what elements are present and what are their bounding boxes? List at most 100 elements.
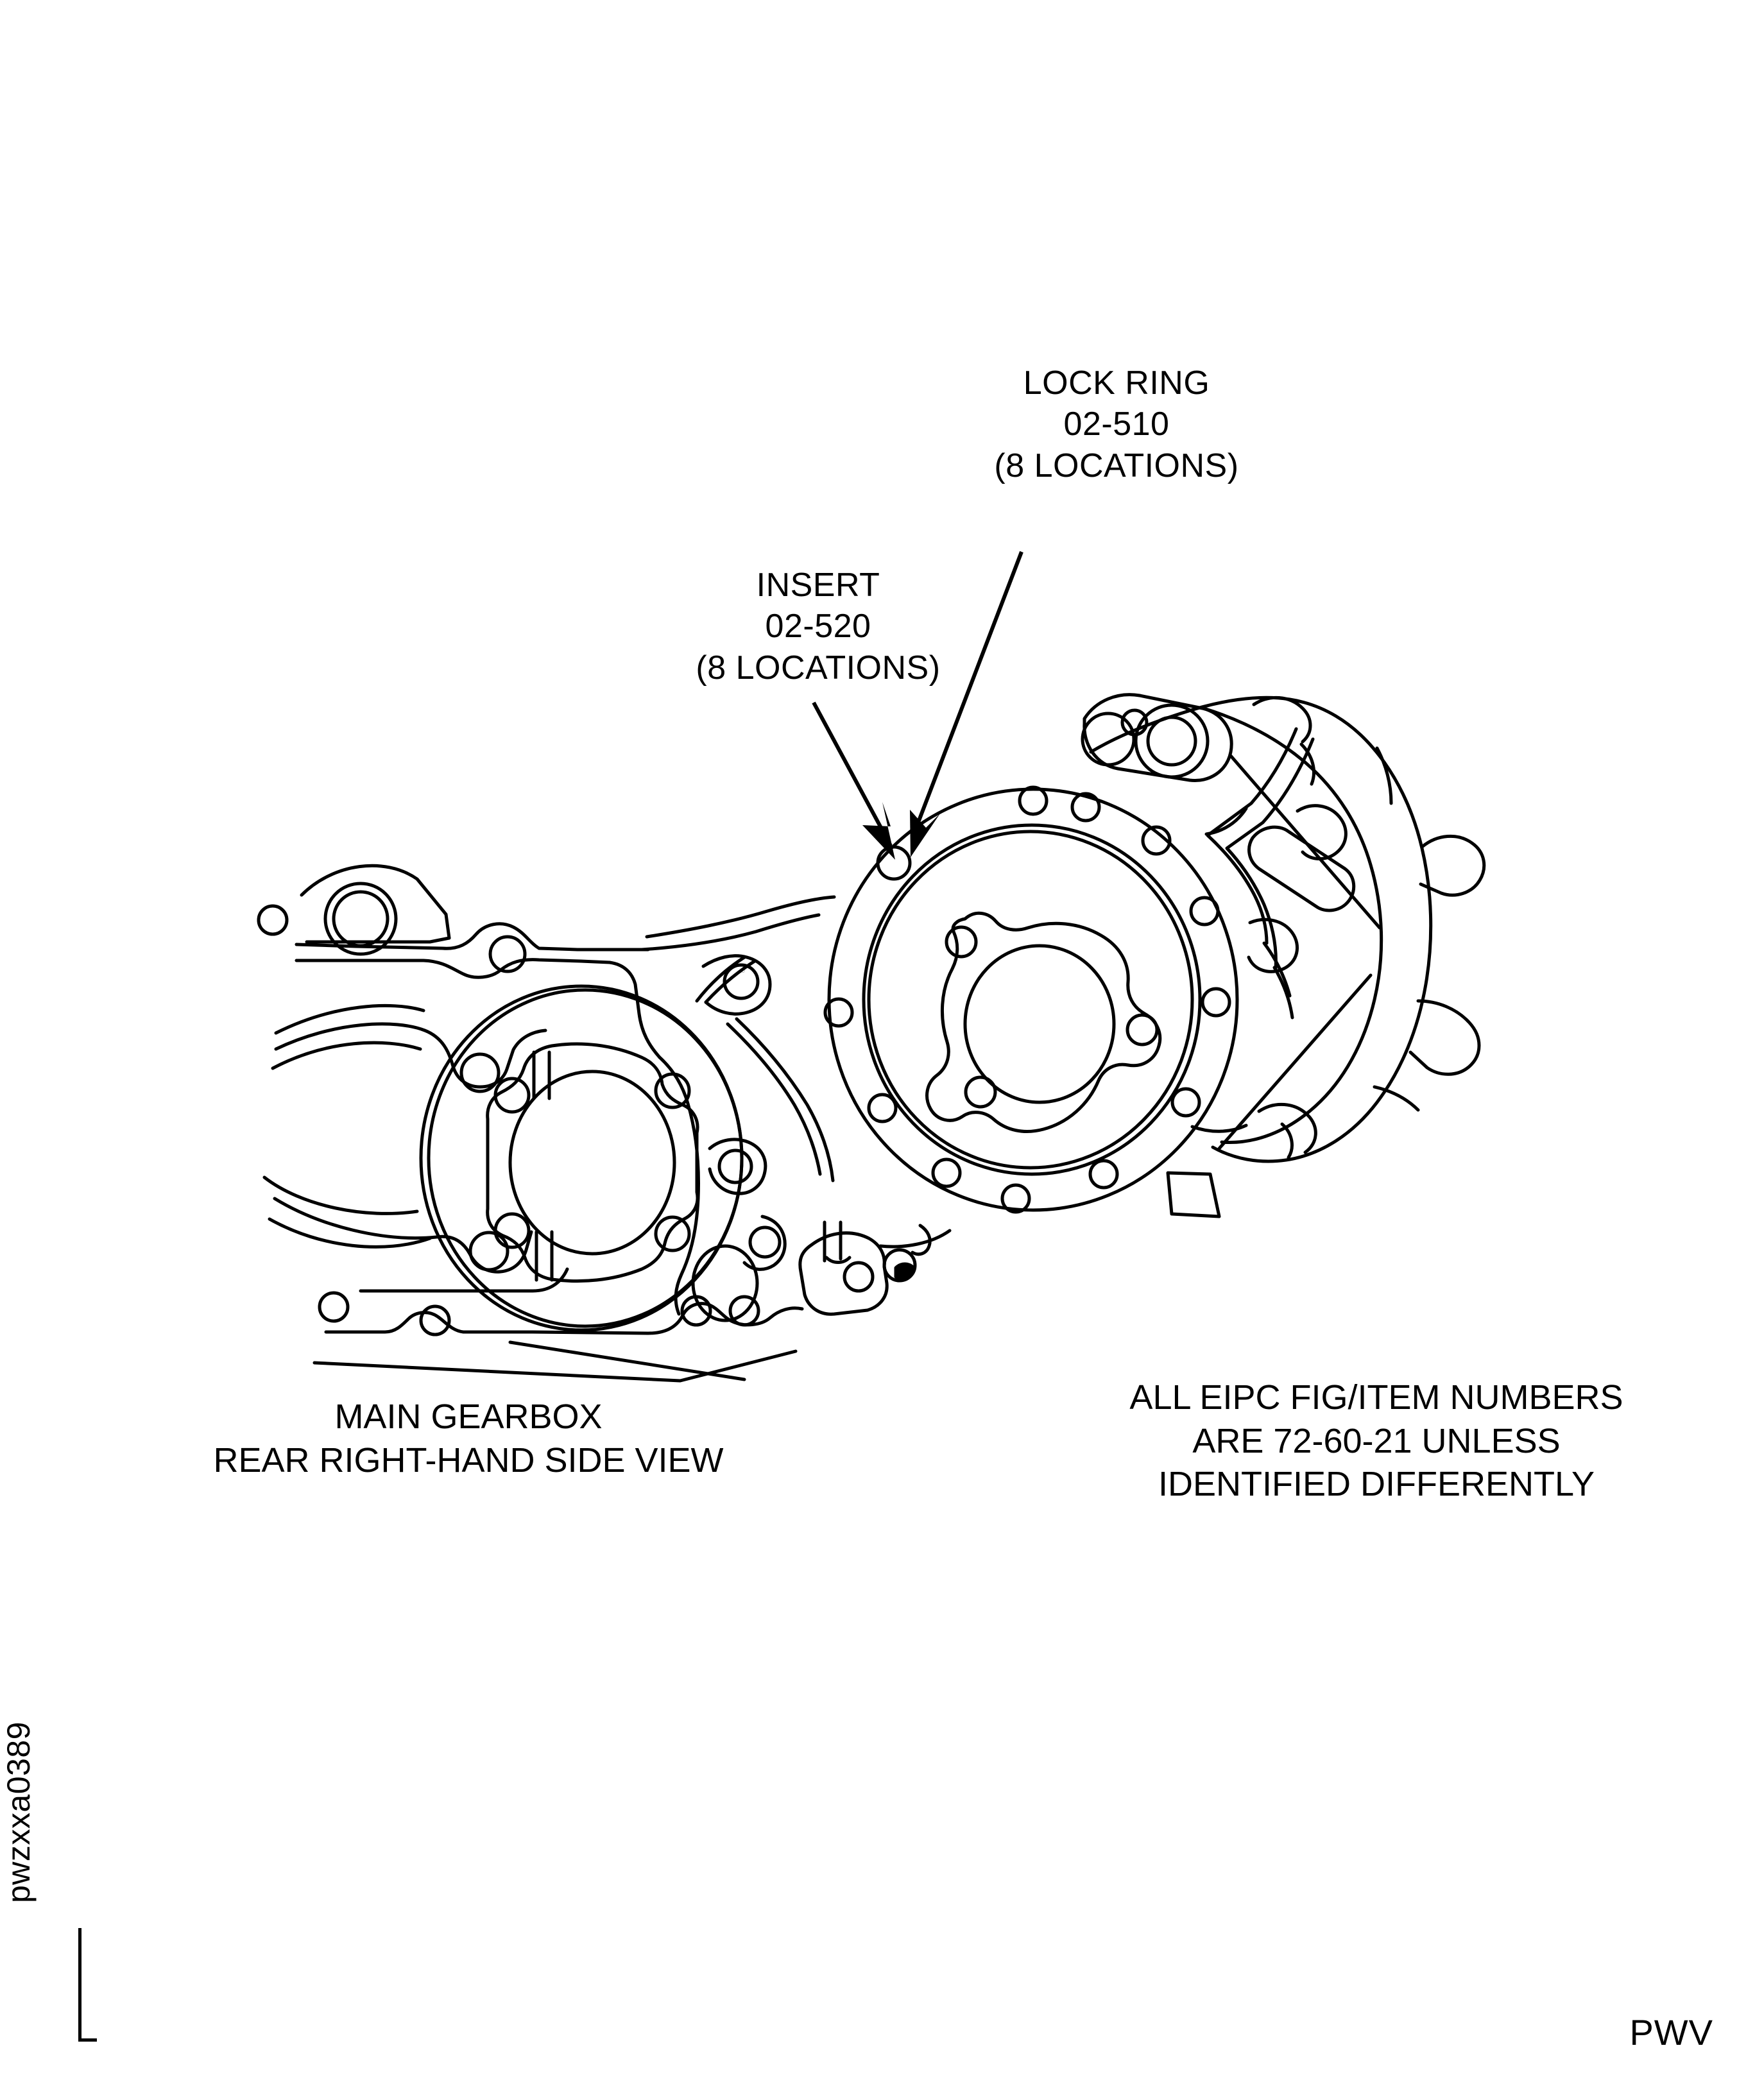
- left-inner-plate-bore: [508, 1070, 676, 1256]
- left-housing-top-right-edge: [608, 960, 662, 1059]
- left-opening-outer-ring-2: [427, 988, 744, 1328]
- hub-bolt-hole-bottom: [964, 1075, 997, 1109]
- bolt-boss-mid-lower: [742, 1215, 787, 1271]
- upper-mount-hole-left: [1081, 712, 1136, 767]
- tail-lug-lower: [1408, 999, 1481, 1076]
- hub-center-bore: [963, 944, 1116, 1104]
- bolt-hole-bottom-2: [419, 1304, 451, 1336]
- tail-bump-lower: [1247, 918, 1299, 973]
- flange-bolt-hole-8: [1000, 1183, 1031, 1214]
- tail-seam-lower: [1217, 973, 1373, 1150]
- callout-arrowheads: [862, 802, 940, 860]
- lock-ring-callout-line1: LOCK RING: [1023, 364, 1210, 402]
- left-fragment-edge-upper: [274, 1003, 425, 1035]
- lock-ring-callout-line2: 02-510: [1063, 405, 1170, 443]
- tail-bump-top-2: [1299, 742, 1315, 786]
- flange-inner-circle-b: [867, 830, 1194, 1170]
- bolt-hole-far-left-top: [257, 904, 289, 936]
- insert-callout-line1: INSERT: [756, 567, 880, 604]
- left-plate-bolt-hole-bl: [493, 1212, 531, 1249]
- flange-bolt-hole-6: [1170, 1087, 1201, 1118]
- bolt-hole-bottom-4: [728, 1295, 760, 1327]
- upper-mount-hole-right-outer: [1134, 703, 1210, 779]
- tail-rib-d: [1272, 966, 1294, 1020]
- bolt-hole-mid-lower: [748, 1225, 782, 1259]
- tail-lug-lower-tab: [1373, 1085, 1420, 1112]
- lock-ring-arrowhead: [910, 810, 940, 857]
- top-left-boss-bore-outer: [323, 882, 398, 956]
- flange-bolt-hole-10: [867, 1093, 898, 1123]
- lower-lug-bolt-hole-2: [882, 1248, 917, 1283]
- top-flange-rail-lower: [295, 958, 612, 979]
- tail-angled-boss: [1247, 825, 1356, 912]
- lower-lug-edge: [878, 1229, 952, 1249]
- bolt-hole-left-upper: [459, 1052, 501, 1093]
- left-fragment-edge-upper2: [271, 1041, 422, 1070]
- hub-plate-outline: [925, 911, 1162, 1133]
- bottom-skirt-upper: [508, 1340, 746, 1381]
- mid-upper-shoulder: [640, 913, 821, 952]
- bolt-hole-top-rail: [488, 935, 527, 973]
- tail-casting-outer: [1089, 696, 1433, 1163]
- bottom-port-opening: [691, 1244, 759, 1322]
- tail-bump-top: [1252, 696, 1312, 744]
- mid-rib-b: [704, 959, 757, 1004]
- tail-edge-detail: [1375, 746, 1393, 805]
- bolt-hole-mid-upper: [723, 963, 760, 1000]
- flange-inner-circle-a: [862, 823, 1202, 1176]
- bolt-hole-bottom-left: [318, 1291, 350, 1323]
- insert-callout-line3: (8 LOCATIONS): [696, 649, 941, 687]
- mid-upper-shoulder-2: [645, 895, 836, 939]
- lower-lug-tab: [911, 1224, 932, 1256]
- view-caption: MAIN GEARBOX REAR RIGHT-HAND SIDE VIEW: [186, 1396, 751, 1482]
- bolt-boss-mid-upper: [701, 954, 772, 1016]
- flange-bolt-hole-11: [823, 997, 854, 1028]
- upper-mount-pad: [1083, 693, 1233, 783]
- lower-lug-bracket: [798, 1231, 889, 1316]
- tail-rib-a: [1206, 727, 1298, 945]
- left-upper-boss-rail: [274, 1022, 547, 1089]
- bottom-flange-rail-inner: [359, 1267, 569, 1293]
- tail-bump-bottom-2: [1280, 1122, 1294, 1159]
- insert-callout: INSERT 02-520 (8 LOCATIONS): [648, 565, 988, 688]
- bolt-hole-bottom-3: [680, 1295, 712, 1327]
- tail-lug-upper: [1419, 834, 1486, 897]
- lower-lug-rib-cap: [825, 1256, 852, 1264]
- view-caption-line2: REAR RIGHT-HAND SIDE VIEW: [213, 1440, 724, 1480]
- tail-bump-mid: [1296, 804, 1348, 860]
- left-opening-rib-bottom: [535, 1230, 554, 1282]
- flange-tail-blend-bottom: [1190, 1123, 1248, 1133]
- page-code-label: PWV: [1629, 2012, 1713, 2053]
- flange-tail-blend-top: [1204, 807, 1248, 836]
- flange-bolt-hole-callout-target: [876, 845, 912, 881]
- left-plate-bolt-hole-tl: [493, 1077, 531, 1114]
- left-fragment-edge-lower2: [262, 1175, 419, 1215]
- drawing-id-bracket: [78, 1928, 97, 2042]
- flange-bolt-hole-4: [1189, 896, 1220, 926]
- tail-rib-b: [1225, 737, 1315, 971]
- tail-rib-c: [1262, 941, 1292, 998]
- tail-seam-upper: [1229, 754, 1382, 930]
- drawing-id-label: pwzxxa0389: [1, 1721, 37, 1903]
- top-left-boss-base: [305, 936, 451, 944]
- left-fragment-edge-lower: [268, 1217, 432, 1249]
- flange-bolt-hole-7: [1088, 1159, 1119, 1190]
- mid-casting-inner-curve: [658, 1055, 700, 1316]
- left-plate-bolt-hole-br: [654, 1215, 691, 1252]
- gearbox-housing-outline: [257, 693, 1486, 1383]
- lower-lug-rib: [823, 1220, 843, 1263]
- mid-rib-a: [695, 955, 746, 1003]
- tail-casting-inner: [1202, 706, 1383, 1144]
- mid-rib-c: [726, 1022, 822, 1176]
- top-left-boss-bore-inner: [332, 890, 390, 948]
- flange-bolt-hole-9: [931, 1157, 962, 1188]
- insert-arrowhead: [862, 802, 895, 860]
- insert-callout-line2: 02-520: [765, 608, 871, 645]
- bolt-hole-mid-center: [717, 1148, 753, 1184]
- flange-bolt-hole-1: [1018, 785, 1049, 816]
- left-lower-boss-rail: [273, 1197, 533, 1274]
- eipc-note-line2: ARE 72-60-21 UNLESS: [1192, 1421, 1561, 1460]
- bolt-hole-left-lower: [468, 1231, 509, 1272]
